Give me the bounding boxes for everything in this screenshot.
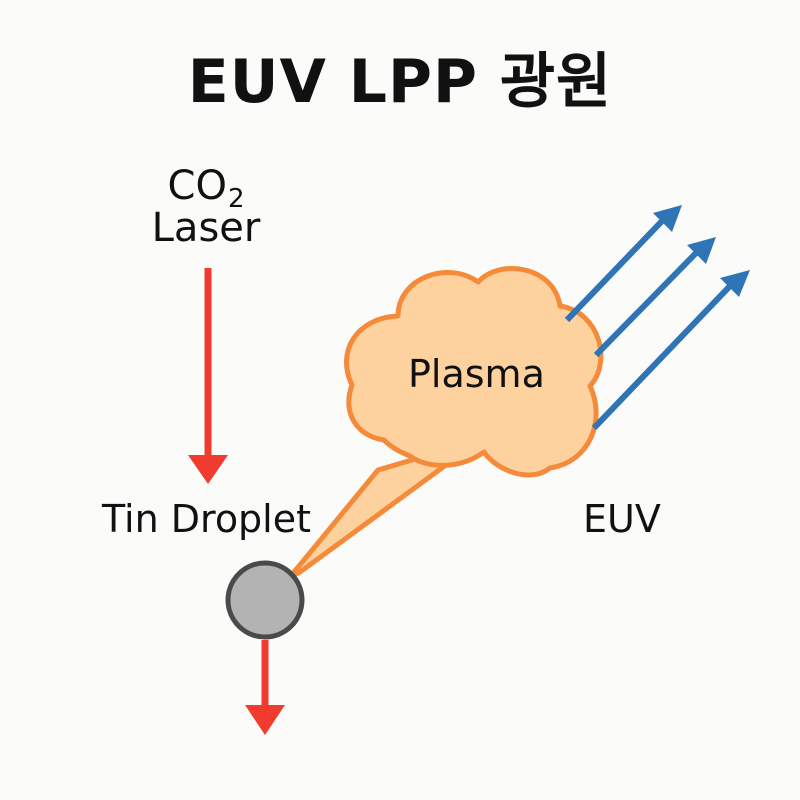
laser-label-line2: Laser: [151, 205, 261, 251]
plasma-cloud: [344, 266, 604, 478]
euv-arrow-3: [591, 270, 750, 431]
euv-arrow-2: [593, 237, 716, 358]
euv-label: EUV: [583, 497, 661, 541]
laser-label-line1: CO2: [0, 163, 412, 213]
laser-arrow: [188, 268, 228, 484]
droplet-arrow: [245, 640, 285, 735]
euv-arrow-1: [564, 205, 682, 323]
diagram-title: EUV LPP 광원: [187, 47, 613, 117]
tin-droplet-label: Tin Droplet: [102, 497, 312, 541]
plasma-label: Plasma: [408, 352, 545, 396]
tin-droplet: [225, 560, 305, 640]
laser-label: CO2 Laser: [0, 165, 412, 249]
co2-main: CO: [167, 163, 227, 209]
co2-subscript: 2: [227, 184, 245, 214]
